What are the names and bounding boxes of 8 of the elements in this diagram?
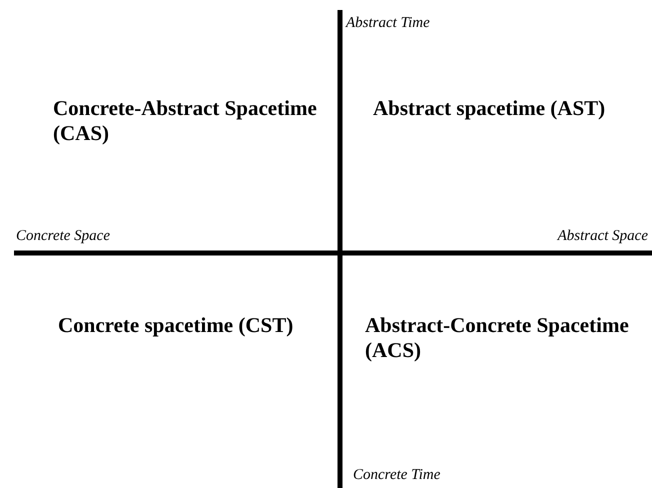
axis-label: Abstract Space: [558, 227, 648, 245]
axis-label: Concrete Time: [353, 466, 440, 484]
quadrant-title: Concrete-Abstract Spacetime (CAS): [53, 96, 318, 146]
quadrant-title: Concrete spacetime (CST): [58, 313, 294, 338]
axis-label: Concrete Space: [16, 227, 110, 245]
quadrant-title: Abstract-Concrete Spacetime (ACS): [365, 313, 630, 364]
quadrant-title: Abstract spacetime (AST): [373, 96, 606, 122]
axis-label: Abstract Time: [346, 14, 430, 32]
